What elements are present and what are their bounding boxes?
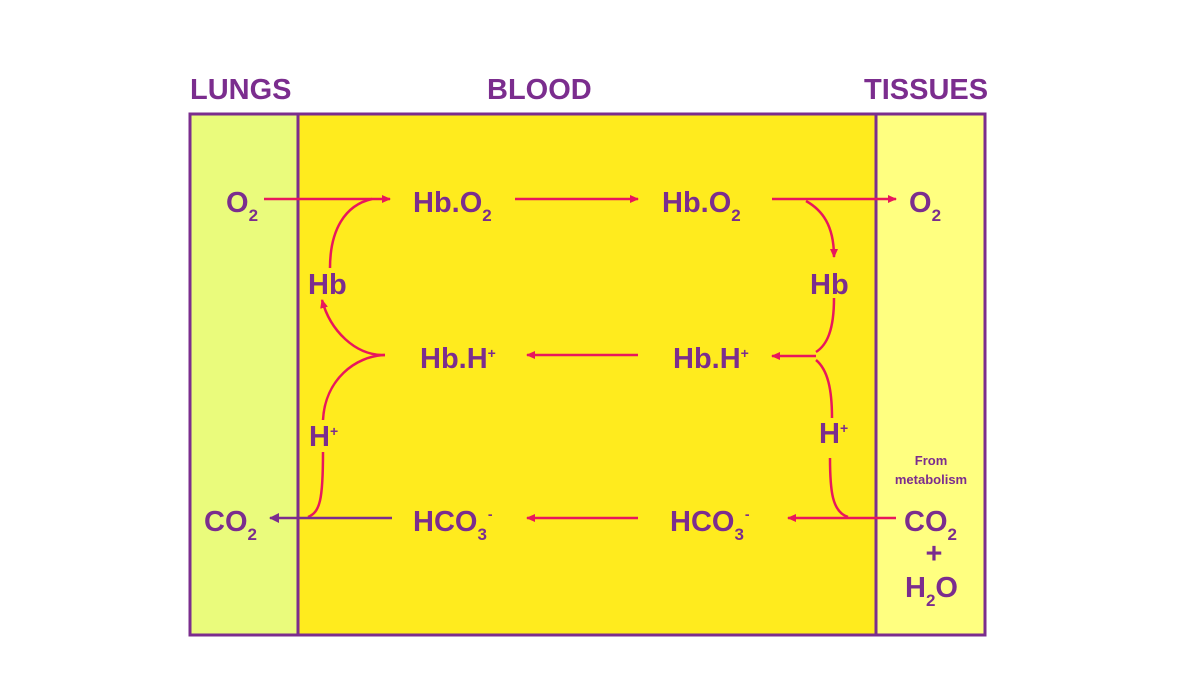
h2o-tissues: H2O xyxy=(905,572,958,610)
o2-lungs: O2 xyxy=(226,187,258,225)
curve-hb-to-hbo2 xyxy=(328,197,373,269)
hbo2-left: Hb.O2 xyxy=(413,187,492,225)
metabolism-label: metabolism xyxy=(895,472,967,487)
outer-border xyxy=(188,112,987,637)
hplus-right: H+ xyxy=(819,418,848,450)
hb-right: Hb xyxy=(810,269,849,301)
curve-brace-top-left xyxy=(320,299,386,357)
tissues-header: TISSUES xyxy=(864,74,988,106)
co2-lungs: CO2 xyxy=(204,506,257,544)
hbh-left: Hb.H+ xyxy=(420,343,496,375)
from-label: From xyxy=(915,453,948,468)
hco3-right: HCO3- xyxy=(670,506,750,544)
lungs-region xyxy=(190,114,298,635)
arrow-hbo2-to-hb xyxy=(805,199,838,258)
blood-header: BLOOD xyxy=(487,74,592,106)
hb-left: Hb xyxy=(308,269,347,301)
o2-tissues: O2 xyxy=(909,187,941,225)
hplus-left: H+ xyxy=(309,421,338,453)
hbh-right: Hb.H+ xyxy=(673,343,749,375)
curve-hplus-up xyxy=(815,359,834,419)
hco3-left: HCO3- xyxy=(413,506,493,544)
curve-hb-down xyxy=(815,297,836,354)
curve-hplus-down xyxy=(307,451,325,519)
co2-tissues: CO2 xyxy=(904,506,957,544)
curve-brace-bottom-left xyxy=(321,353,386,421)
hbo2-right: Hb.O2 xyxy=(662,187,741,225)
curve-metabolism xyxy=(828,457,849,519)
lungs-header: LUNGS xyxy=(190,74,292,106)
plus-sign: + xyxy=(926,538,943,570)
blood-region xyxy=(298,114,876,635)
